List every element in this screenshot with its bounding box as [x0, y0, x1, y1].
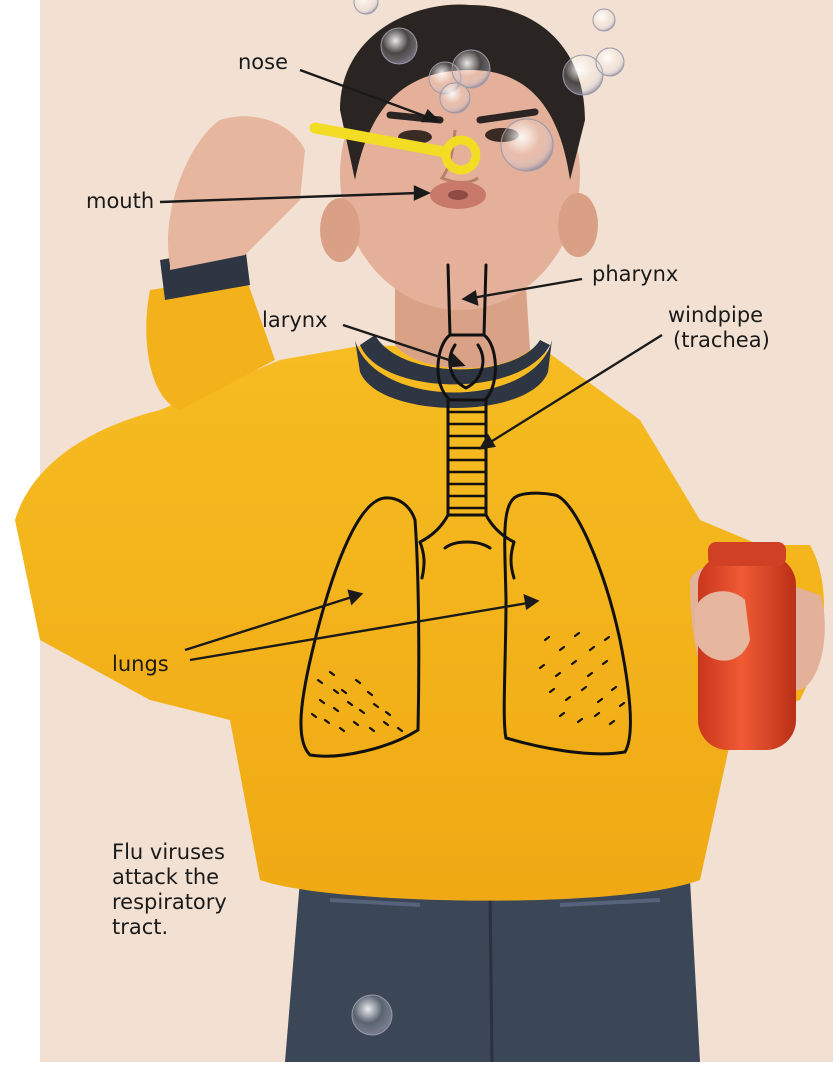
- label-larynx: larynx: [262, 308, 328, 333]
- label-windpipe: windpipe: [668, 303, 763, 328]
- label-nose: nose: [238, 50, 288, 75]
- ear-right: [558, 193, 598, 257]
- caption: Flu viruses attack the respiratory tract…: [112, 840, 272, 940]
- label-lungs: lungs: [112, 652, 169, 677]
- label-mouth: mouth: [86, 189, 154, 214]
- caption-line: respiratory: [112, 890, 272, 915]
- ear-left: [320, 198, 360, 262]
- caption-line: Flu viruses: [112, 840, 272, 865]
- label-trachea: (trachea): [673, 328, 770, 353]
- label-pharynx: pharynx: [592, 262, 678, 287]
- caption-line: tract.: [112, 915, 272, 940]
- caption-line: attack the: [112, 865, 272, 890]
